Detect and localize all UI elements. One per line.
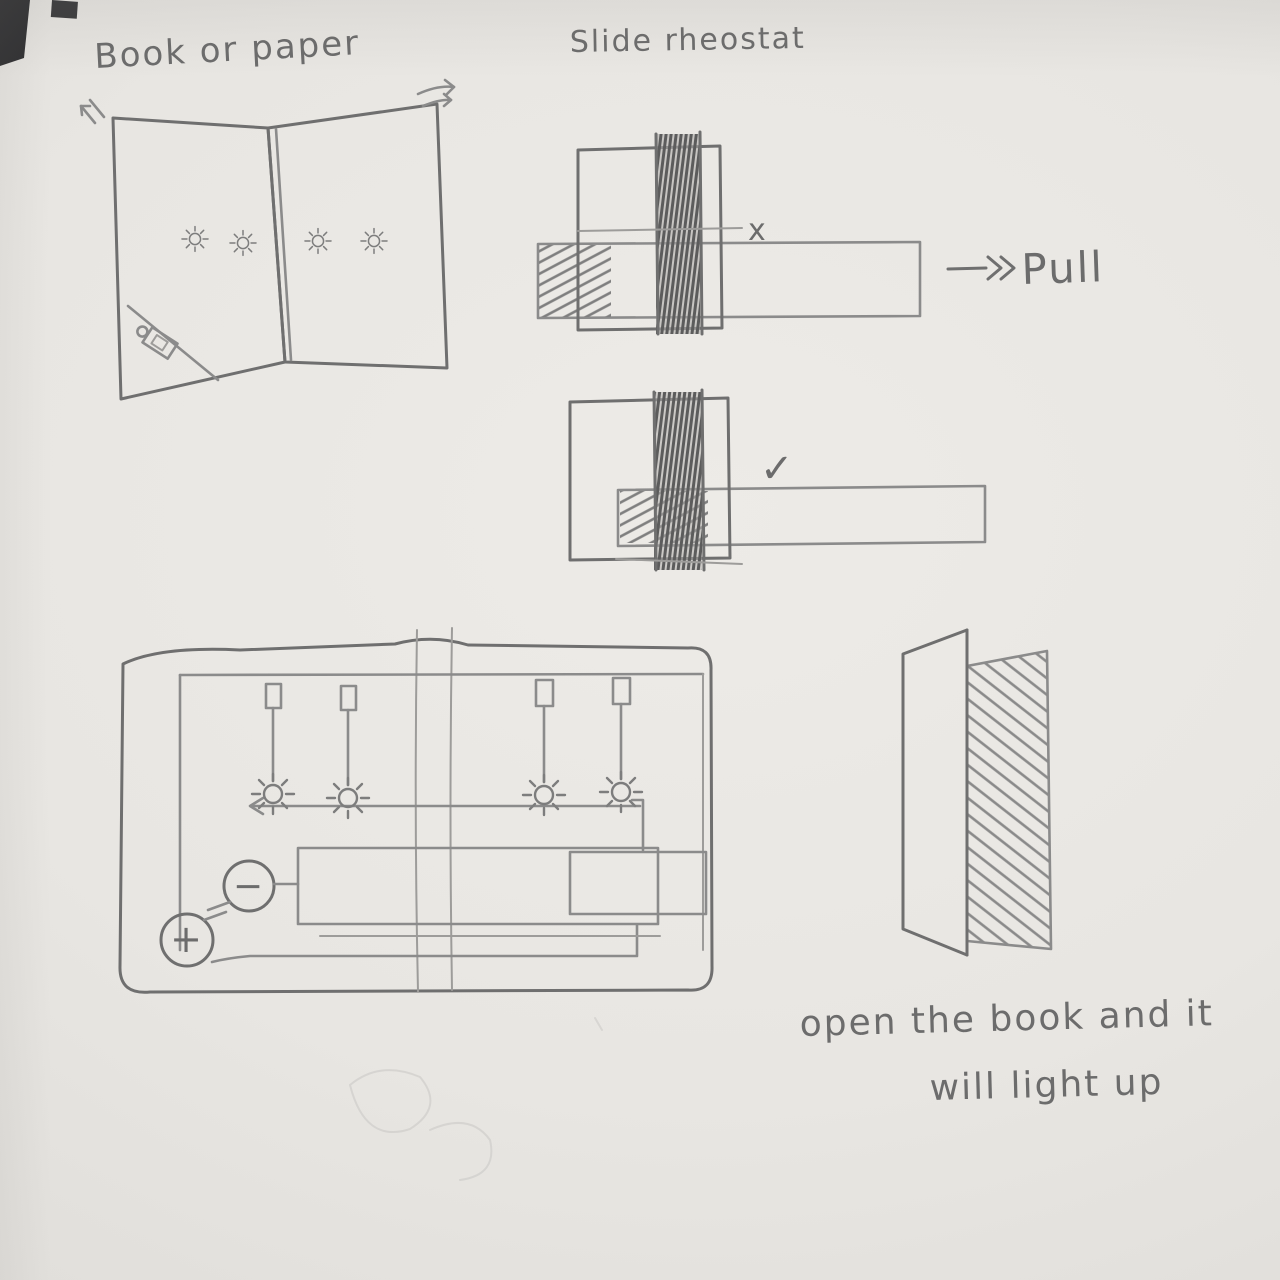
- battery-link-line: [206, 900, 232, 912]
- rheostat-section: Slide rheostat x Pull: [536, 21, 1105, 572]
- photo-artifact-marks: [0, 0, 78, 66]
- lamp-icon: [250, 772, 296, 816]
- rheostat-label: Slide rheostat: [570, 21, 806, 60]
- rheostat-sketch-top: x Pull: [536, 130, 1105, 336]
- guide-line: [577, 227, 743, 232]
- lamp-icon: [521, 773, 567, 817]
- book-right-page: [266, 102, 449, 370]
- circuit-sketch: − +: [118, 627, 714, 994]
- battery-link-line: [202, 910, 228, 922]
- caption-line-2: will light up: [929, 1062, 1164, 1109]
- rheostat-sketch-bottom: ✓: [568, 388, 987, 572]
- pull-arrow-icon: [946, 255, 1016, 281]
- rheostat-slider-rect: [568, 850, 708, 916]
- lamp-icon: [229, 229, 257, 257]
- book-fold-line: [449, 627, 453, 991]
- lamp-icon: [598, 770, 644, 814]
- lamp-bus-wire: [248, 796, 642, 816]
- resistance-band: [654, 130, 704, 336]
- lamp-to-rheostat-wire: [630, 798, 645, 852]
- lamp-icon: [181, 225, 209, 253]
- guide-line: [615, 558, 743, 565]
- circuit-border: [118, 637, 714, 994]
- battery-cells: − +: [159, 859, 276, 968]
- caption-line-1: open the book and it: [799, 993, 1214, 1045]
- slider-hatch-segment: [539, 245, 611, 317]
- battery-minus-terminal: [222, 859, 276, 913]
- rheostat-track-rect: [296, 846, 660, 926]
- caption: open the book and it will light up: [799, 993, 1214, 1109]
- slider-track: [536, 240, 922, 320]
- book-opening-arrows-icon: [79, 78, 456, 125]
- battery-plus-terminal: [159, 912, 215, 968]
- battery-plus-label: +: [170, 917, 204, 961]
- book-sketch: Book or paper: [79, 23, 456, 401]
- clip-switch-icon: [126, 304, 220, 382]
- lamp-icon: [325, 776, 371, 820]
- paper-smudges: [349, 1017, 603, 1181]
- battery-minus-label: −: [233, 866, 265, 907]
- book-spine-line: [274, 127, 293, 362]
- slider-track: [616, 484, 987, 548]
- open-book-sketch: [901, 628, 1053, 957]
- battery-wire: [210, 923, 639, 964]
- lamp-icon: [360, 227, 388, 255]
- book-fold-line: [414, 629, 419, 993]
- check-mark: ✓: [760, 446, 796, 492]
- inner-wire-loop: [178, 672, 705, 952]
- contact-clip: [611, 676, 632, 706]
- contact-clip: [264, 682, 283, 710]
- contact-clip: [534, 678, 555, 708]
- pull-label: Pull: [1021, 242, 1105, 294]
- resistance-band: [652, 388, 706, 572]
- open-book-hatched-page: [965, 649, 1053, 951]
- book-left-page: [111, 116, 287, 401]
- lamp-icon: [304, 227, 332, 255]
- x-mark: x: [748, 213, 768, 248]
- contact-clip: [339, 684, 358, 712]
- book-label: Book or paper: [93, 23, 361, 77]
- open-book-left-page: [901, 628, 969, 957]
